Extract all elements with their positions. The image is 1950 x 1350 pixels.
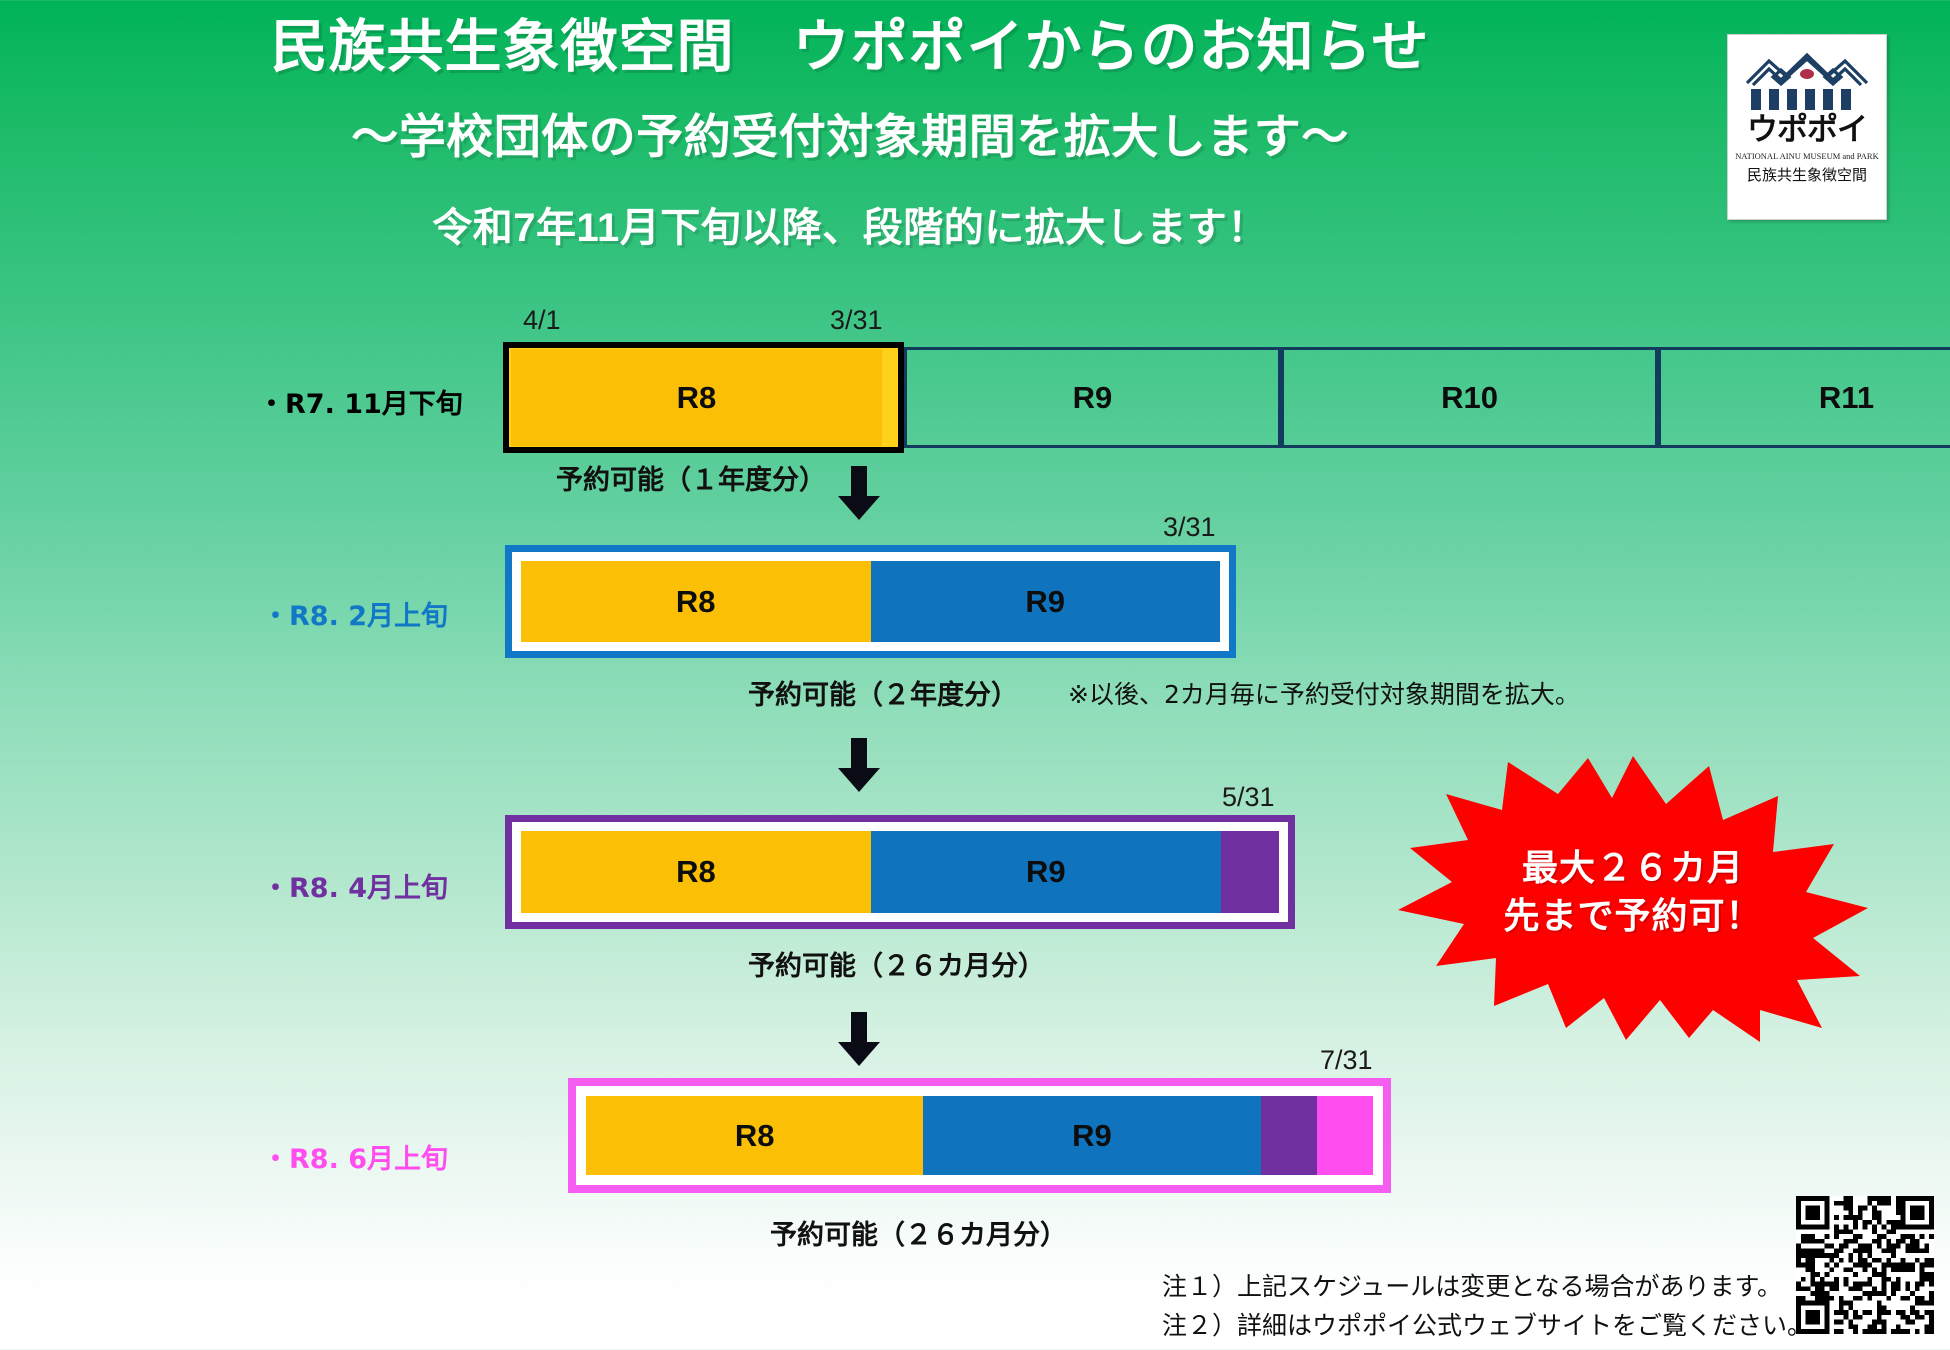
row-label-2: ・R8. 2月上旬	[262, 601, 449, 632]
fiscal-year-cell-R9: R9	[904, 347, 1281, 448]
row-caption-1: 予約可能（１年度分）	[556, 465, 826, 496]
end-date-row-4: 7/31	[1320, 1045, 1373, 1075]
row-label-4: ・R8. 6月上旬	[262, 1144, 449, 1175]
down-arrow-icon-3	[838, 1012, 880, 1066]
row-label-3: ・R8. 4月上旬	[262, 873, 449, 904]
starburst-shape	[1398, 756, 1868, 1042]
ainu-pattern-icon	[1745, 52, 1869, 110]
page-subtitle: ～学校団体の予約受付対象期間を拡大します～	[351, 110, 1349, 163]
fiscal-year-cell-extra-2	[1220, 831, 1279, 913]
fiscal-year-cell-R8: R8	[521, 561, 871, 642]
fiscal-year-cell-R9: R9	[870, 831, 1221, 913]
max-26-months-badge	[1398, 756, 1868, 1042]
logo-katakana: ウポポイ	[1747, 112, 1868, 148]
start-date-row-1: 4/1	[523, 305, 561, 335]
fiscal-year-cell-R10: R10	[1281, 347, 1658, 448]
row-caption-4: 予約可能（２６カ月分）	[770, 1220, 1067, 1251]
end-date-row-2: 3/31	[1163, 512, 1216, 542]
fiscal-year-cell-R11: R11	[1658, 347, 1950, 448]
fiscal-year-cell-R8: R8	[586, 1096, 924, 1175]
logo-japanese-name: 民族共生象徴空間	[1746, 166, 1867, 184]
logo-english-name: NATIONAL AINU MUSEUM and PARK	[1735, 151, 1879, 161]
fiscal-year-cell-R9: R9	[870, 561, 1220, 642]
fiscal-year-cell-extra-2	[1260, 1096, 1317, 1175]
page-title: 民族共生象徴空間 ウポポイからのお知らせ	[270, 15, 1430, 79]
fiscal-year-cell-extra-3	[1316, 1096, 1373, 1175]
footnote-1: 注１）上記スケジュールは変更となる場合があります。	[1162, 1272, 1783, 1301]
fiscal-year-cell-R8: R8	[511, 349, 882, 446]
qr-code[interactable]	[1796, 1196, 1934, 1334]
down-arrow-icon-1	[838, 466, 880, 520]
footnote-2: 注２）詳細はウポポイ公式ウェブサイトをご覧ください。	[1162, 1310, 1813, 1340]
upopoy-logo: ウポポイ NATIONAL AINU MUSEUM and PARK 民族共生象…	[1727, 34, 1887, 220]
row-caption-2: 予約可能（２年度分）	[748, 680, 1018, 711]
fiscal-year-cell-R8: R8	[521, 831, 871, 913]
row-caption-3: 予約可能（２６カ月分）	[748, 951, 1045, 982]
page-note: 令和7年11月下旬以降、段階的に拡大します！	[432, 206, 1268, 250]
end-date-row-1: 3/31	[830, 305, 883, 335]
end-date-row-3: 5/31	[1222, 782, 1275, 812]
row-note-2: ※以後、2カ月毎に予約受付対象期間を拡大。	[1068, 680, 1580, 709]
row-label-1: ・R7. 11月下旬	[258, 389, 463, 420]
fiscal-year-cell-R9: R9	[923, 1096, 1261, 1175]
page-header: 民族共生象徴空間 ウポポイからのお知らせ ～学校団体の予約受付対象期間を拡大しま…	[0, 0, 1950, 250]
footnotes: 注１）上記スケジュールは変更となる場合があります。 注２）詳細はウポポイ公式ウェ…	[1162, 1268, 1812, 1346]
down-arrow-icon-2	[838, 738, 880, 792]
